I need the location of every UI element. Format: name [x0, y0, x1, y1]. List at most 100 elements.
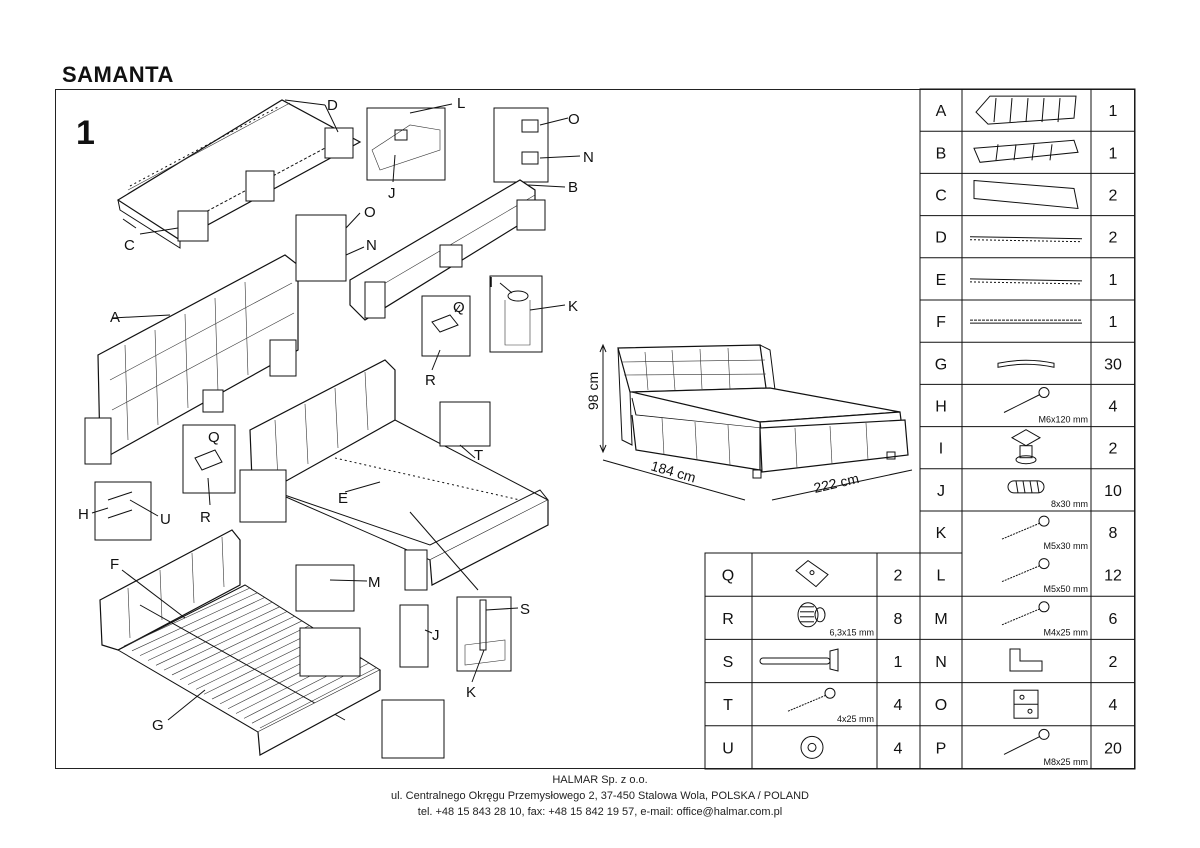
part-letter: L	[937, 568, 946, 585]
document-title: SAMANTA	[62, 62, 174, 87]
part-letter: S	[723, 654, 734, 671]
slat-line	[147, 601, 273, 661]
part-letter: E	[936, 272, 947, 289]
part-letter: H	[935, 399, 947, 416]
callout-m: M	[368, 574, 381, 591]
washer-icon	[800, 735, 824, 759]
part-qty: 1	[1109, 103, 1118, 120]
callout-g: G	[152, 717, 164, 734]
center-beam-icon	[969, 278, 1083, 285]
callout-q-left: Q	[208, 429, 220, 446]
bracket-icon	[1009, 648, 1043, 672]
part-letter: J	[937, 483, 945, 500]
detail-sk-box	[456, 596, 519, 683]
part-qty: 2	[1109, 230, 1118, 247]
bolt-icon	[1003, 728, 1050, 755]
callout-k-bottom: K	[466, 684, 476, 701]
detail-qr-box	[421, 295, 471, 371]
part-letter: K	[936, 525, 947, 542]
footer-contact: tel. +48 15 843 28 10, fax: +48 15 842 1…	[417, 806, 783, 818]
callout-f: F	[110, 556, 119, 573]
slat-line	[155, 606, 280, 666]
part-size: 8x30 mm	[1051, 499, 1088, 509]
detail-j-bottom-box	[399, 604, 433, 668]
detail-hu-box	[91, 481, 159, 541]
adjustable-foot-icon	[1010, 429, 1042, 465]
callout-d: D	[327, 97, 338, 114]
part-qty: 8	[1109, 525, 1118, 542]
part-qty: 1	[1109, 145, 1118, 162]
parts-table-right	[919, 88, 1136, 770]
slat-line	[179, 620, 303, 681]
slat-line	[195, 630, 317, 690]
slat-line	[163, 611, 288, 671]
callout-k-top: K	[568, 298, 578, 315]
footer-address: ul. Centralnego Okręgu Przemysłowego 2, …	[390, 790, 809, 802]
screw-icon	[1001, 601, 1050, 626]
wood-screw-icon	[787, 687, 836, 712]
connector-icon	[1013, 689, 1039, 719]
slatted-frame-drawing	[99, 529, 445, 759]
corner-bracket-icon	[795, 559, 829, 588]
detail-qr-left-box	[182, 424, 236, 506]
part-size: M4x25 mm	[1043, 627, 1088, 637]
part-qty: 10	[1104, 483, 1122, 500]
frame-assembly-drawing	[239, 359, 549, 591]
part-row-h: H M6x120 mm 4	[920, 383, 1135, 425]
headboard-drawing	[84, 212, 365, 465]
slat-icon	[997, 359, 1055, 368]
part-letter: D	[935, 230, 947, 247]
callout-r-mid: R	[425, 372, 436, 389]
callout-i: I	[489, 274, 493, 291]
dimension-height: 98 cm	[585, 372, 601, 410]
part-letter: B	[936, 145, 947, 162]
callout-s: S	[520, 601, 530, 618]
part-qty: 8	[894, 611, 903, 628]
slat-line	[123, 587, 251, 647]
step-number: 1	[76, 114, 95, 152]
callout-e: E	[338, 490, 348, 507]
sleeve-nut-icon	[797, 602, 826, 628]
callout-q-mid: Q	[453, 299, 465, 316]
callout-l: L	[457, 95, 465, 112]
callout-j-bottom: J	[432, 627, 440, 644]
slat-line	[131, 592, 258, 652]
screw-icon	[1001, 558, 1050, 583]
part-qty: 2	[1109, 654, 1118, 671]
part-letter: R	[722, 611, 734, 628]
headboard-icon	[975, 95, 1077, 125]
callout-r-left: R	[200, 509, 211, 526]
part-row-r: R6,3x15 mm8	[705, 595, 920, 637]
footer-company: HALMAR Sp. z o.o.	[552, 774, 648, 786]
part-size: 4x25 mm	[837, 714, 874, 724]
callout-n-mid: N	[366, 237, 377, 254]
side-rail-drawing	[116, 99, 362, 249]
slat-line	[259, 667, 377, 729]
part-qty: 4	[1109, 399, 1118, 416]
callout-c: C	[124, 237, 135, 254]
part-letter: U	[722, 740, 734, 757]
part-qty: 12	[1104, 568, 1122, 585]
part-letter: Q	[722, 568, 734, 585]
part-size: M8x25 mm	[1043, 757, 1088, 767]
callout-j-top: J	[388, 185, 396, 202]
part-letter: A	[936, 103, 947, 120]
callout-n-top: N	[583, 149, 594, 166]
callout-a: A	[110, 309, 120, 326]
part-qty: 1	[894, 654, 903, 671]
part-letter: N	[935, 654, 947, 671]
callout-o-mid: O	[364, 204, 376, 221]
part-size: M6x120 mm	[1038, 415, 1088, 425]
